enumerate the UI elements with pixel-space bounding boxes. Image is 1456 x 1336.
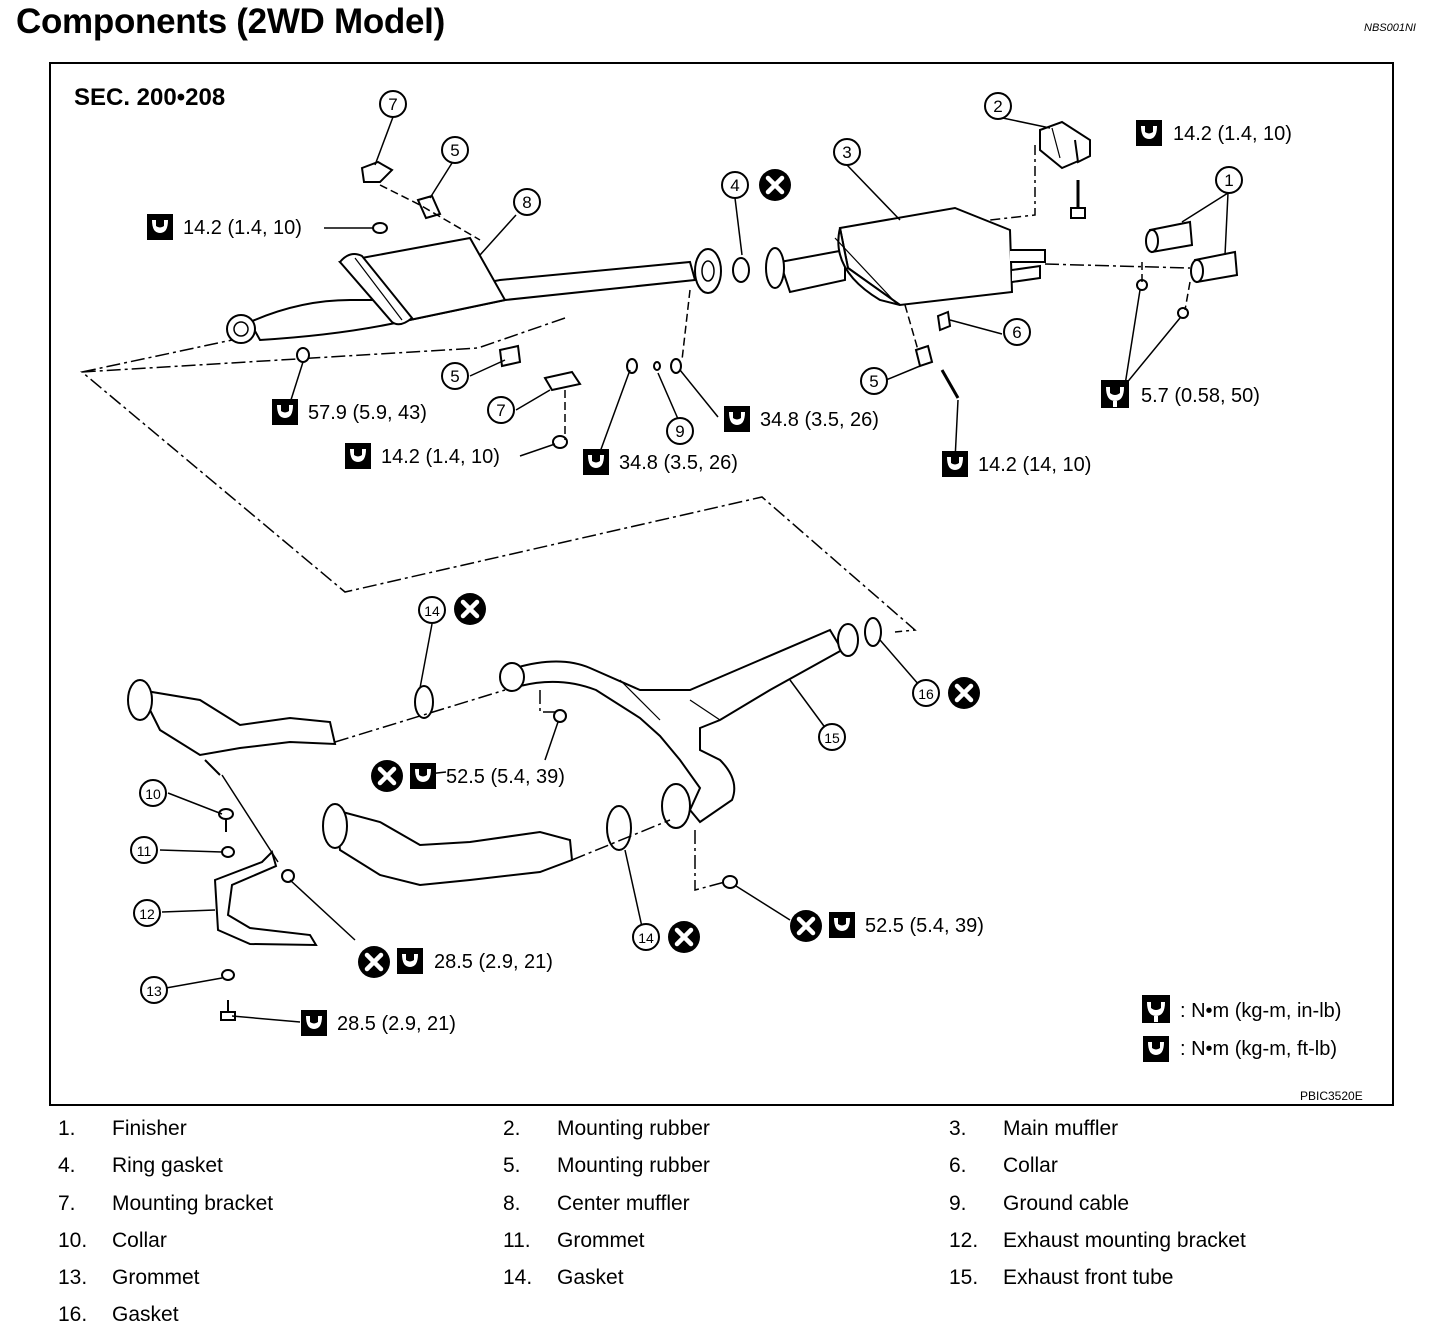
document-id: NBS001NI (1364, 22, 1416, 34)
callout-6: 6 (1012, 323, 1021, 342)
callout-12: 12 (139, 906, 155, 922)
torque-value: 28.5 (2.9, 21) (434, 951, 553, 973)
center-muffler (248, 236, 697, 342)
torque-value: 52.5 (5.4, 39) (865, 915, 984, 937)
callout-8: 8 (522, 193, 531, 212)
callout-14: 14 (424, 603, 440, 619)
callout-13: 13 (146, 983, 162, 999)
front-catalyst-pipe-upper (127, 679, 337, 776)
mounting-rubber-2 (1039, 120, 1091, 219)
callout-5: 5 (450, 367, 459, 386)
callout-3: 3 (842, 143, 851, 162)
section-label: SEC. 200•208 (74, 84, 225, 111)
torque-value: 14.2 (1.4, 10) (183, 217, 302, 239)
main-muffler (778, 206, 1046, 307)
leader-lines (159, 116, 1229, 1023)
torque-value: 57.9 (5.9, 43) (308, 402, 427, 424)
unit-legend-ft-lb: : N•m (kg-m, ft-lb) (1180, 1038, 1337, 1060)
exhaust-components-diagram: SEC. 200•208 (74, 84, 1363, 1103)
callout-2: 2 (993, 97, 1002, 116)
front-catalyst-pipe-lower (322, 803, 574, 887)
torque-value: 28.5 (2.9, 21) (337, 1013, 456, 1035)
callout-14: 14 (638, 930, 654, 946)
parts-legend: 1.Finisher 2.Mounting rubber 3.Main muff… (58, 1117, 1246, 1326)
callout-11: 11 (137, 843, 152, 859)
callout-15: 15 (824, 730, 840, 746)
torque-value: 14.2 (1.4, 10) (1173, 123, 1292, 145)
ring-gasket (732, 257, 750, 283)
callout-5: 5 (450, 141, 459, 160)
figure-id: PBIC3520E (1300, 1089, 1363, 1103)
exhaust-front-tube (513, 628, 844, 824)
finisher (1145, 220, 1239, 284)
callout-16: 16 (918, 686, 934, 702)
diagram-frame (49, 62, 1394, 1106)
callout-5: 5 (869, 372, 878, 391)
torque-value: 14.2 (1.4, 10) (381, 446, 500, 468)
callout-9: 9 (675, 422, 684, 441)
torque-value: 14.2 (14, 10) (978, 454, 1091, 476)
torque-value: 5.7 (0.58, 50) (1141, 385, 1260, 407)
torque-value: 52.5 (5.4, 39) (446, 766, 565, 788)
callout-1: 1 (1224, 171, 1233, 190)
callout-numbers (130, 90, 1243, 1004)
callout-7: 7 (496, 401, 505, 420)
callout-7: 7 (388, 95, 397, 114)
unit-legend-in-lb: : N•m (kg-m, in-lb) (1180, 1000, 1341, 1022)
callout-10: 10 (145, 786, 161, 802)
callout-4: 4 (730, 176, 739, 195)
torque-value: 34.8 (3.5, 26) (619, 452, 738, 474)
page-title: Components (2WD Model) (16, 2, 445, 41)
torque-value: 34.8 (3.5, 26) (760, 409, 879, 431)
exhaust-mounting-bracket (213, 808, 318, 1021)
assembly-plane-outline (80, 317, 917, 633)
